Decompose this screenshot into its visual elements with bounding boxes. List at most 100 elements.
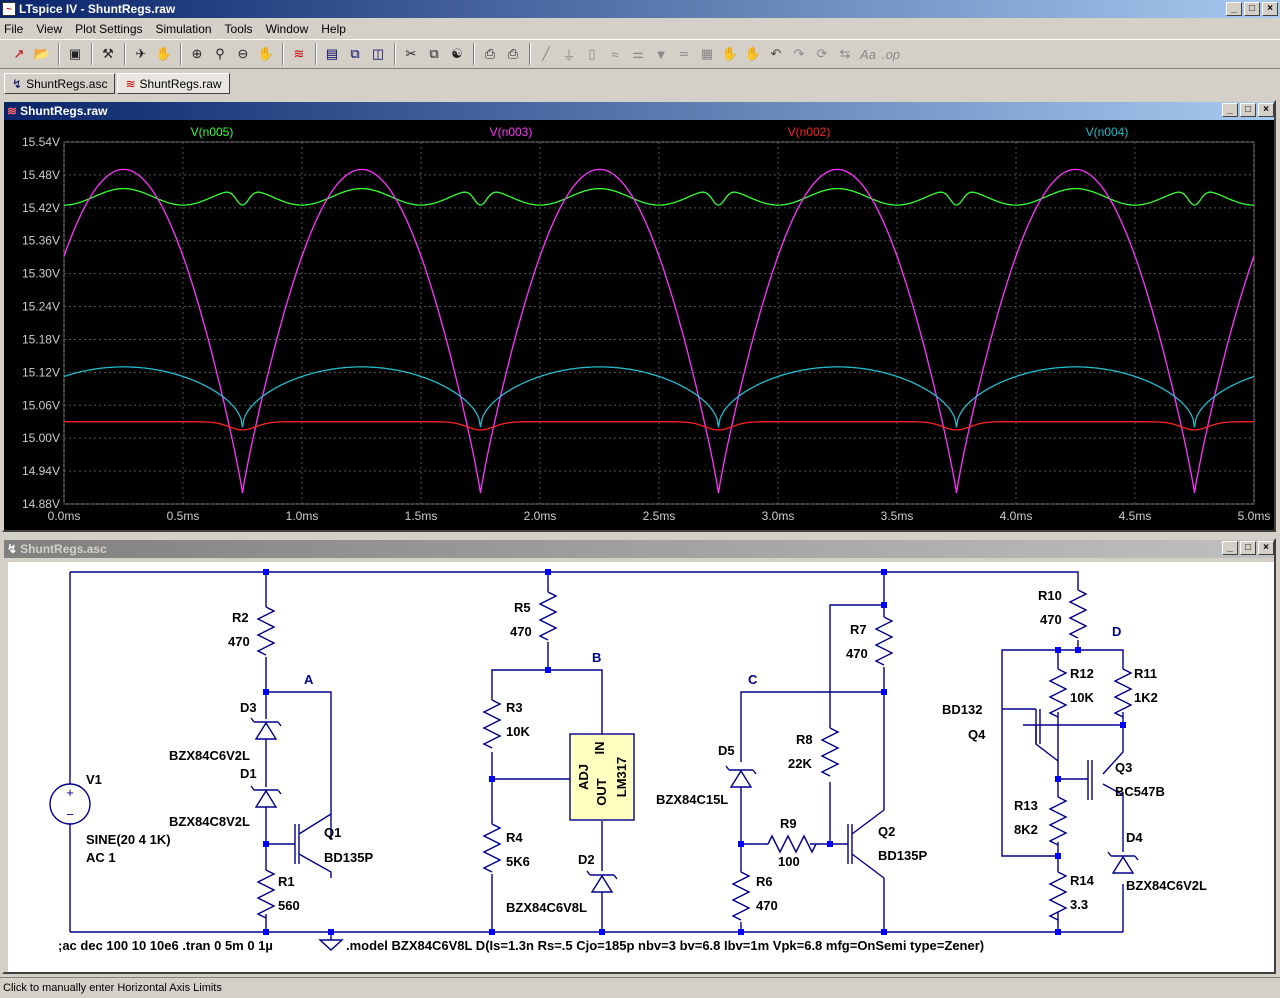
r10-value: 470 — [1040, 612, 1062, 627]
schematic-drawing[interactable]: + − — [8, 562, 1274, 972]
toolbar: ↗ 📂 ▣ ⚒ ✈ ✋ ⊕ ⚲ ⊖ ✋ ≋ ▤ ⧉ ◫ ✂ ⧉ ☯ ⎙ ⎙ ╱ … — [0, 39, 1280, 69]
zoom-area-icon[interactable]: ⚲ — [215, 46, 225, 61]
analysis-directive[interactable]: ;ac dec 100 10 10e6 .tran 0 5m 0 1µ — [58, 938, 273, 953]
undo-icon[interactable]: ↶ — [770, 46, 782, 61]
net-label-d: D — [1112, 624, 1121, 639]
maximize-button[interactable]: □ — [1244, 2, 1260, 16]
series-line — [64, 421, 1254, 431]
r7-value: 470 — [846, 646, 868, 661]
run-icon[interactable]: ✈ — [135, 46, 147, 61]
ground-icon[interactable]: ⏚ — [562, 47, 576, 63]
find-icon[interactable]: ☯ — [451, 46, 463, 61]
tile-vertical-icon[interactable]: ◫ — [371, 46, 385, 61]
cascade-icon[interactable]: ⧉ — [350, 46, 360, 61]
legend-entry[interactable]: V(n003) — [490, 125, 533, 139]
lm317-in-pin: IN — [592, 742, 607, 755]
minimize-button[interactable]: _ — [1226, 2, 1242, 16]
pan-icon[interactable]: ✋ — [257, 46, 275, 61]
wire — [265, 572, 332, 940]
q2-value: BD135P — [878, 848, 927, 863]
save-icon[interactable]: ▣ — [68, 46, 82, 61]
menu-view[interactable]: View — [36, 21, 63, 36]
zoom-in-icon[interactable]: ⊕ — [191, 46, 203, 61]
model-directive[interactable]: .model BZX84C6V8L D(Is=1.3n Rs=.5 Cjo=18… — [346, 938, 984, 953]
zoom-out-icon[interactable]: ⊖ — [237, 46, 249, 61]
legend-entry[interactable]: V(n002) — [788, 125, 831, 139]
lm317-out-pin: OUT — [594, 778, 609, 806]
window-controls: _ □ × — [1226, 2, 1278, 16]
y-tick-label: 14.88V — [22, 497, 60, 511]
legend-entry[interactable]: V(n004) — [1086, 125, 1129, 139]
menu-plot-settings[interactable]: Plot Settings — [75, 21, 143, 36]
wire — [70, 571, 1079, 590]
svg-text:−: − — [66, 807, 74, 822]
cut-icon[interactable]: ✂ — [405, 46, 417, 61]
rotate-icon[interactable]: ⟳ — [816, 46, 828, 61]
menu-file[interactable]: File — [4, 21, 24, 36]
waveform-chart[interactable]: 15.54V15.48V15.42V15.36V15.30V15.24V15.1… — [4, 120, 1274, 530]
resistor-icon[interactable]: ≈ — [611, 46, 619, 62]
schematic-minimize-button[interactable]: _ — [1222, 541, 1238, 555]
autorange-icon[interactable]: ≋ — [293, 46, 305, 61]
component-icon[interactable]: ▦ — [700, 46, 714, 61]
q1-name: Q1 — [324, 825, 341, 840]
tab-shuntregs-asc[interactable]: ↯ ShuntRegs.asc — [4, 73, 116, 94]
y-tick-label: 15.00V — [22, 431, 60, 445]
open-icon[interactable]: 📂 — [33, 46, 51, 61]
transistor-q2 — [847, 809, 885, 879]
toolbar-separator — [282, 43, 284, 65]
diode-icon[interactable]: ▼ — [654, 46, 668, 62]
q4-value: BD132 — [942, 702, 982, 717]
y-tick-label: 15.48V — [22, 168, 60, 182]
x-tick-label: 3.5ms — [881, 509, 914, 523]
capacitor-icon[interactable]: ⚌ — [632, 46, 644, 61]
x-tick-label: 3.0ms — [762, 509, 795, 523]
control-panel-icon[interactable]: ⚒ — [102, 46, 114, 61]
spice-directive-icon[interactable]: .op — [881, 46, 901, 62]
text-icon[interactable]: Aa — [860, 46, 876, 62]
zener-d3 — [250, 717, 282, 740]
menu-tools[interactable]: Tools — [224, 21, 253, 36]
close-button[interactable]: × — [1262, 2, 1278, 16]
net-label-c: C — [748, 672, 758, 687]
plot-minimize-button[interactable]: _ — [1222, 103, 1238, 117]
plot-maximize-button[interactable]: □ — [1240, 103, 1256, 117]
schematic-canvas[interactable]: + − — [8, 562, 1274, 972]
tab-label: ShuntRegs.asc — [26, 76, 108, 91]
redo-icon[interactable]: ↷ — [793, 46, 805, 61]
print-preview-icon[interactable]: ⎙ — [484, 46, 496, 61]
draw-wire-icon[interactable]: ╱ — [542, 46, 550, 61]
mirror-icon[interactable]: ⇆ — [839, 46, 851, 61]
menu-simulation[interactable]: Simulation — [155, 21, 212, 36]
title-bar: ~ LTspice IV - ShuntRegs.raw _ □ × — [0, 0, 1280, 18]
plot-window-titlebar: ≋ ShuntRegs.raw _ □ × — [4, 102, 1274, 120]
plot-close-button[interactable]: × — [1258, 103, 1274, 117]
y-tick-label: 15.30V — [22, 267, 60, 281]
drag-icon[interactable]: ✋ — [744, 46, 762, 61]
plot-window-title: ShuntRegs.raw — [20, 104, 108, 118]
menu-window[interactable]: Window — [265, 21, 309, 36]
r12-name: R12 — [1070, 666, 1094, 681]
copy-icon[interactable]: ⧉ — [429, 46, 439, 61]
d5-name: D5 — [718, 743, 735, 758]
r6-name: R6 — [756, 874, 773, 889]
schematic-window-titlebar: ↯ ShuntRegs.asc _ □ × — [4, 540, 1274, 558]
transistor-q3 — [1087, 760, 1093, 800]
menu-help[interactable]: Help — [321, 21, 346, 36]
schematic-maximize-button[interactable]: □ — [1240, 541, 1256, 555]
q4-name: Q4 — [968, 727, 986, 742]
r9-name: R9 — [780, 816, 797, 831]
print-icon[interactable]: ⎙ — [507, 46, 519, 61]
d1-name: D1 — [240, 766, 257, 781]
new-schematic-icon[interactable]: ↗ — [13, 46, 25, 61]
move-icon[interactable]: ✋ — [721, 46, 739, 61]
r5-name: R5 — [514, 600, 531, 615]
label-icon[interactable]: ▯ — [588, 46, 596, 61]
tile-horizontal-icon[interactable]: ▤ — [325, 46, 339, 61]
inductor-icon[interactable]: ≃ — [678, 46, 690, 61]
schematic-close-button[interactable]: × — [1258, 541, 1274, 555]
tab-shuntregs-raw[interactable]: ≋ ShuntRegs.raw — [117, 73, 230, 94]
legend-entry[interactable]: V(n005) — [191, 125, 234, 139]
halt-icon[interactable]: ✋ — [155, 46, 173, 61]
